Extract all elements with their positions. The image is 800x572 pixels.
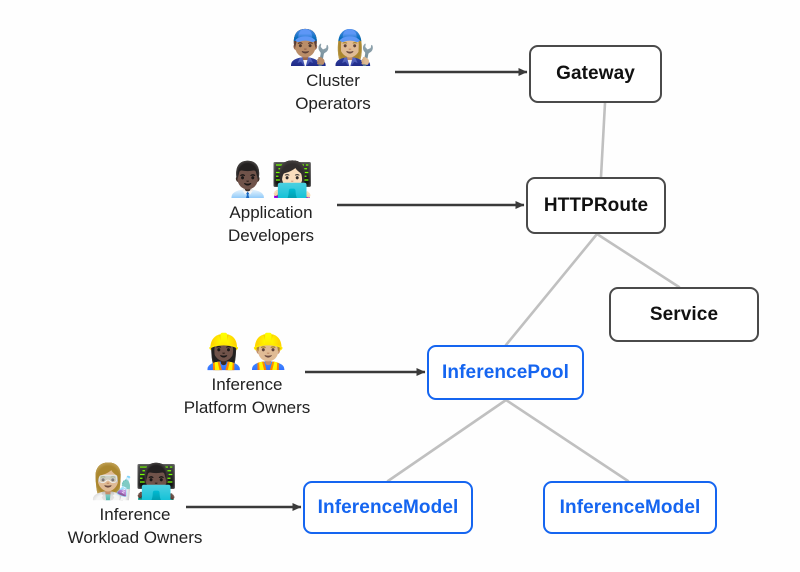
cluster-operators-label-line2: Operators: [295, 94, 371, 113]
node-inferencemodel-right-label: InferenceModel: [559, 496, 701, 518]
inference-workload-owners-icon: 👩🏼‍🔬👨🏿‍💻: [90, 462, 180, 502]
node-service[interactable]: Service: [609, 287, 759, 342]
node-inferencemodel-left[interactable]: InferenceModel: [303, 481, 473, 534]
edge-inferencepool-model-right: [504, 398, 630, 483]
persona-cluster-operators: 👨🏽‍🔧👩🏼‍🔧 Cluster Operators: [258, 28, 408, 114]
node-inferencemodel-left-label: InferenceModel: [317, 496, 459, 518]
edge-httproute-inferencepool: [504, 232, 599, 347]
edge-httproute-service: [595, 232, 681, 289]
edge-gateway-httproute: [599, 101, 607, 179]
inference-workload-owners-label-line1: Inference: [99, 505, 171, 524]
cluster-operators-label-line1: Cluster: [306, 71, 360, 90]
node-gateway[interactable]: Gateway: [529, 45, 662, 103]
application-developers-icon: 👨🏿‍💼👩🏻‍💻: [226, 160, 316, 200]
node-httproute[interactable]: HTTPRoute: [526, 177, 666, 234]
node-gateway-label: Gateway: [556, 63, 635, 84]
inference-platform-owners-label-line1: Inference: [211, 375, 283, 394]
inference-workload-owners-label-line2: Workload Owners: [67, 528, 203, 547]
application-developers-label-line1: Application: [229, 203, 313, 222]
application-developers-label-line2: Developers: [228, 226, 314, 245]
persona-inference-workload-owners: 👩🏼‍🔬👨🏿‍💻 Inference Workload Owners: [40, 462, 230, 548]
inference-platform-owners-icon: 👷🏿‍♀️👷🏼‍♂️: [202, 332, 292, 372]
cluster-operators-icon: 👨🏽‍🔧👩🏼‍🔧: [288, 28, 378, 68]
node-httproute-label: HTTPRoute: [543, 194, 649, 216]
node-inferencepool-label: InferencePool: [442, 361, 569, 383]
node-service-label: Service: [649, 303, 719, 325]
inference-platform-owners-label-line2: Platform Owners: [183, 398, 311, 417]
edge-inferencepool-model-left: [386, 398, 508, 483]
persona-application-developers: 👨🏿‍💼👩🏻‍💻 Application Developers: [196, 160, 346, 246]
node-inferencepool[interactable]: InferencePool: [427, 345, 584, 400]
node-inferencemodel-right[interactable]: InferenceModel: [543, 481, 717, 534]
persona-inference-platform-owners: 👷🏿‍♀️👷🏼‍♂️ Inference Platform Owners: [153, 332, 341, 418]
